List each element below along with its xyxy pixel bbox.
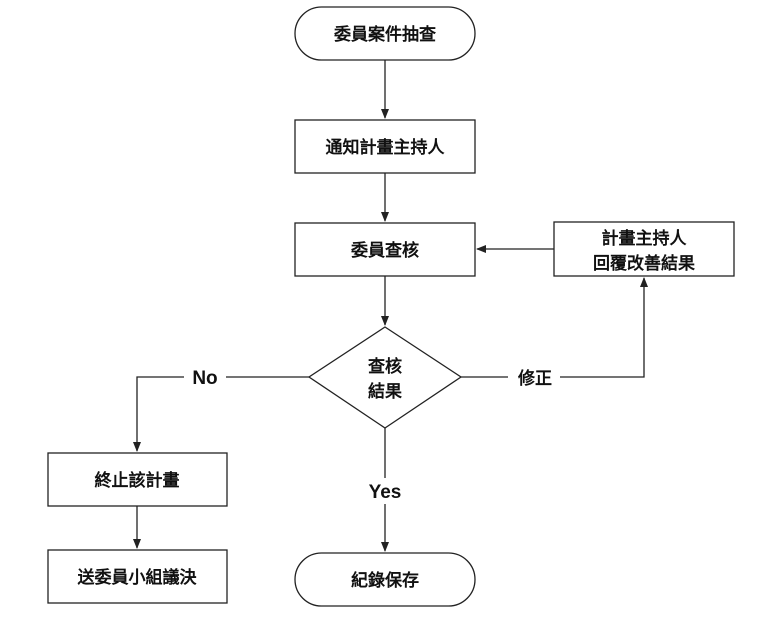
committee-label: 送委員小組議決 xyxy=(78,567,198,588)
reply-label-line2: 回覆改善結果 xyxy=(593,253,695,274)
revise-label-bg xyxy=(508,366,560,390)
edge-decision-revise xyxy=(461,277,648,378)
edge-decision-no xyxy=(133,376,309,452)
record-terminator xyxy=(294,552,476,607)
terminate-label: 終止該計畫 xyxy=(95,470,180,491)
revise-label: 修正 xyxy=(517,368,552,389)
review-label: 委員查核 xyxy=(350,240,419,261)
start-label: 委員案件抽查 xyxy=(333,24,437,45)
start-terminator xyxy=(294,6,476,61)
decision-label-line1: 查核 xyxy=(367,356,402,377)
no-label: No xyxy=(192,368,217,389)
yes-label: Yes xyxy=(369,482,402,503)
notify-box xyxy=(294,119,476,174)
reply-box xyxy=(553,221,735,277)
reply-label-line1: 計畫主持人 xyxy=(602,228,688,249)
no-label-bg xyxy=(184,365,226,389)
notify-label: 通知計畫主持人 xyxy=(326,137,446,158)
terminate-box xyxy=(47,452,228,507)
record-label: 紀錄保存 xyxy=(351,570,419,591)
decision-label-line2: 結果 xyxy=(368,381,402,402)
committee-box xyxy=(47,549,228,604)
review-box xyxy=(294,222,476,277)
decision-diamond xyxy=(307,326,463,429)
yes-label-bg xyxy=(362,478,408,504)
